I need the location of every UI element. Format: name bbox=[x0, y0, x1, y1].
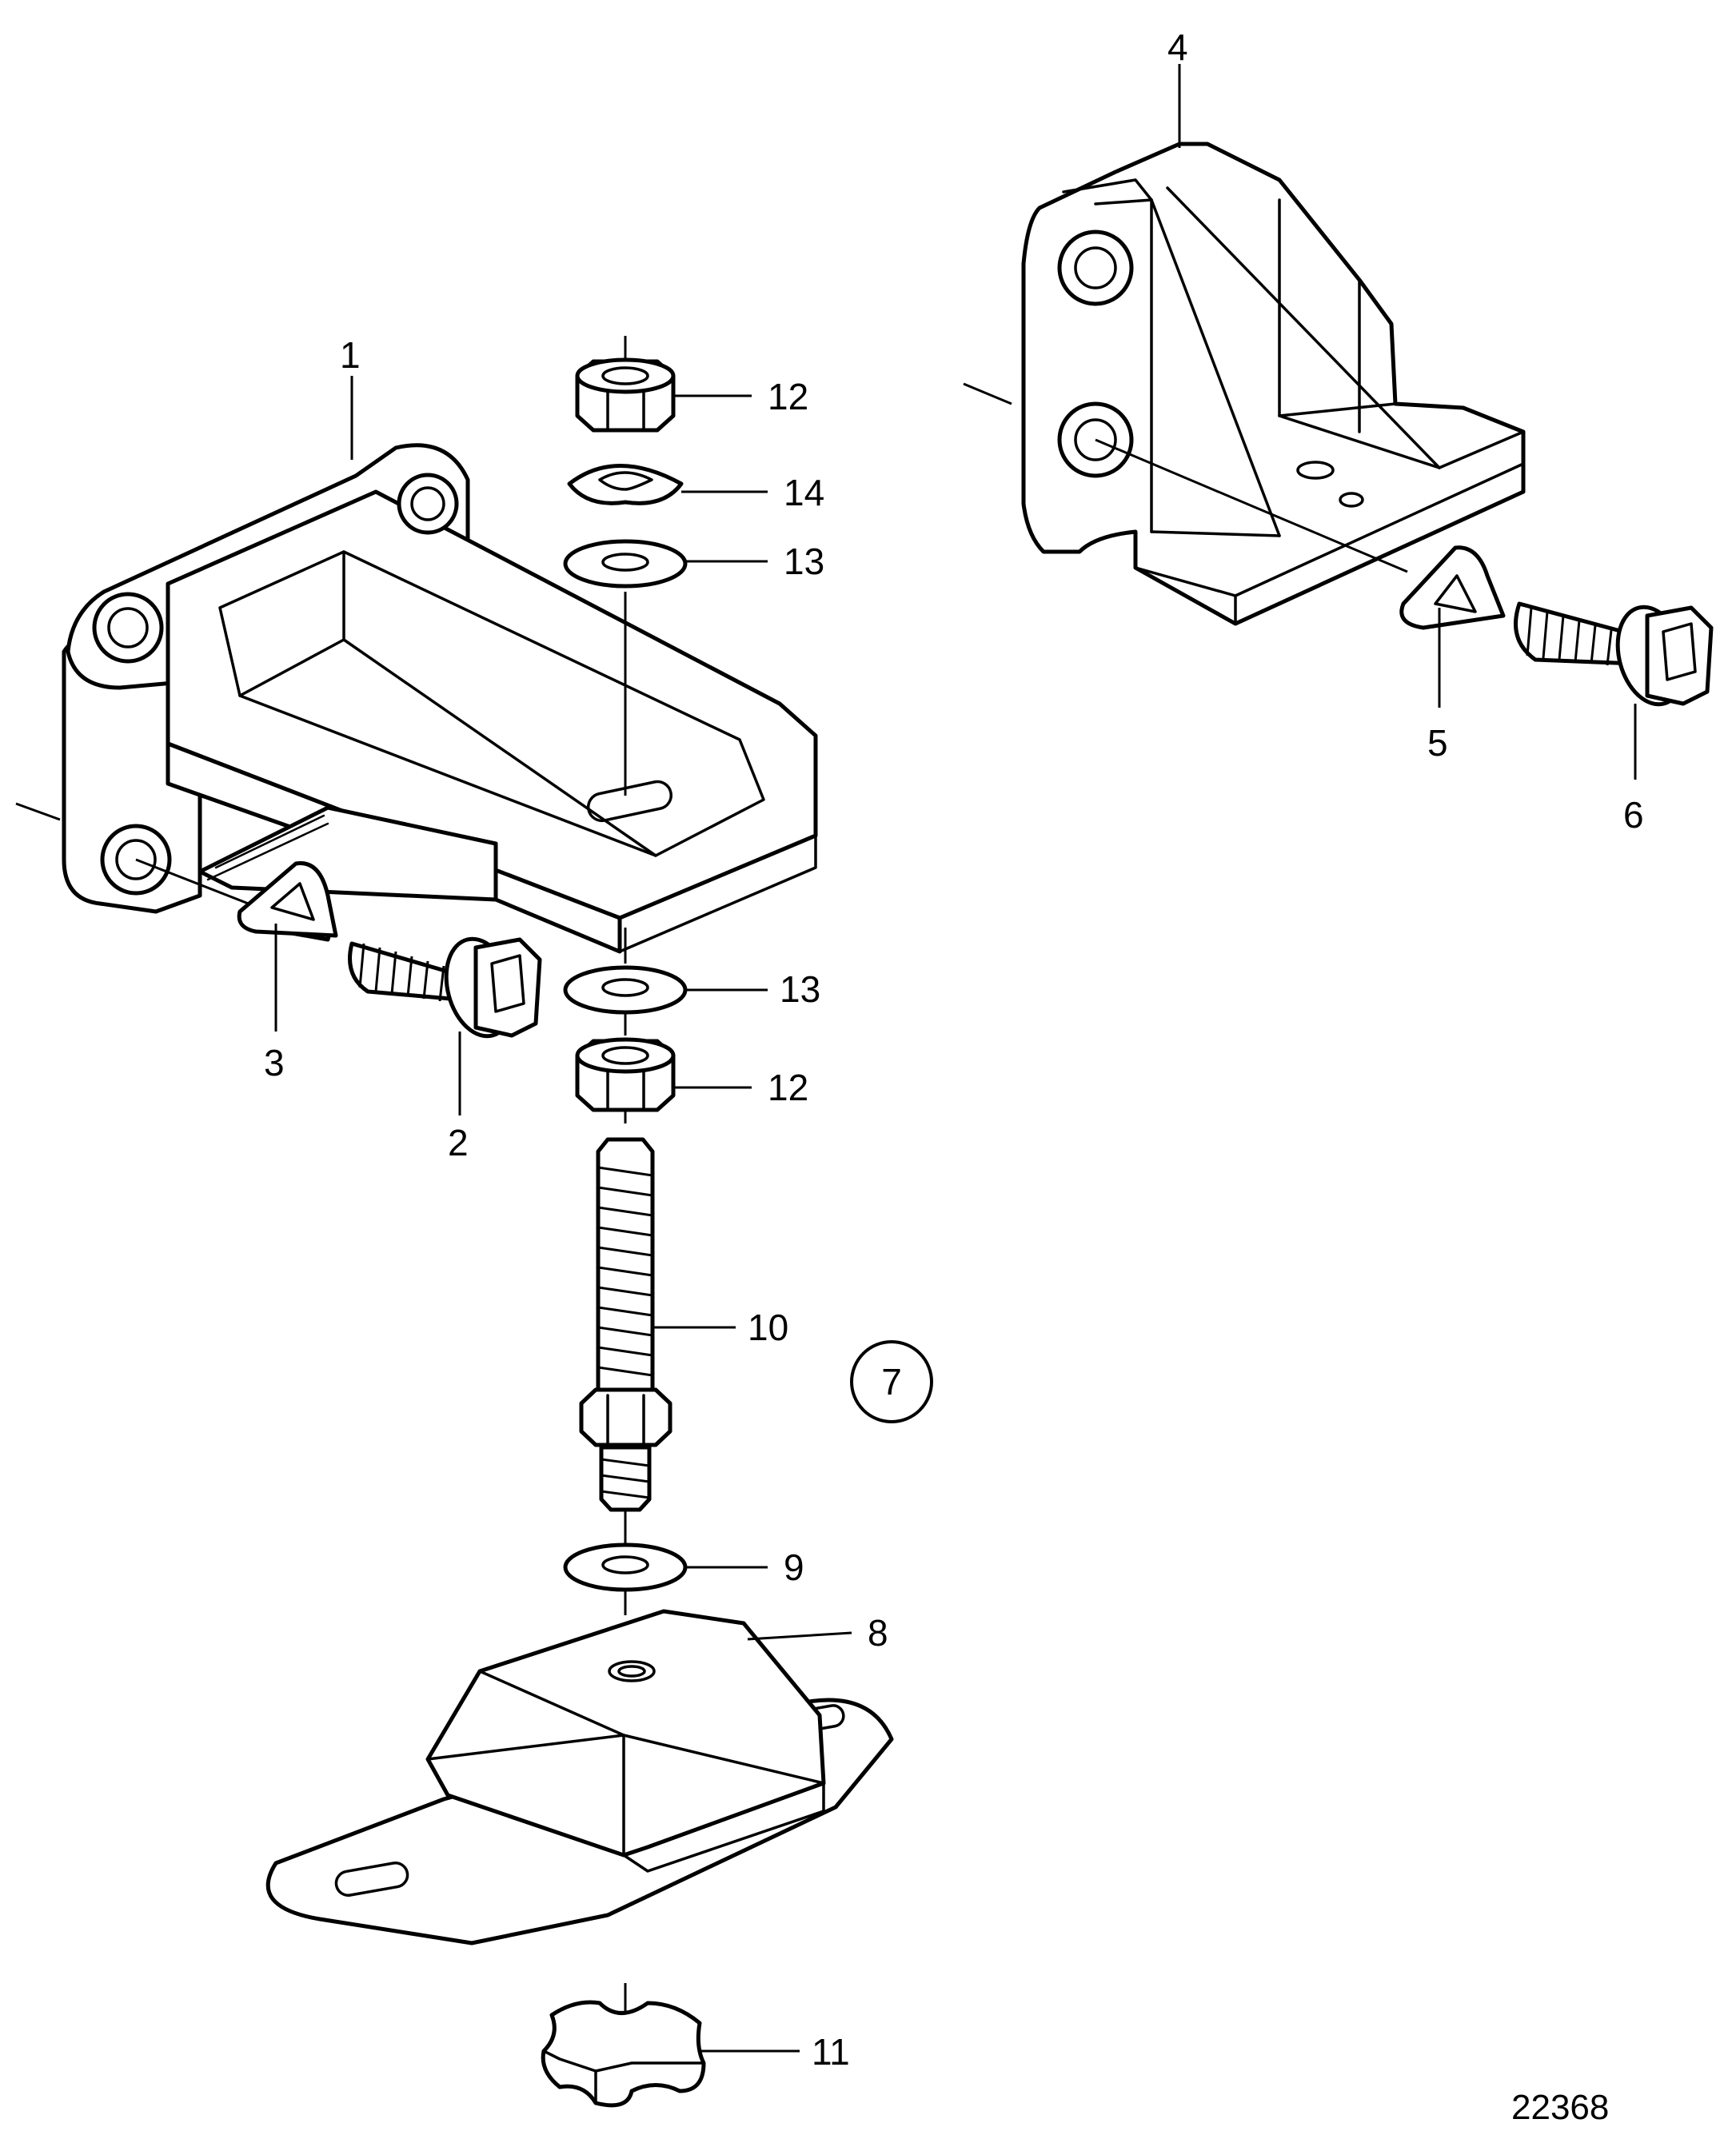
hex-nut-lower bbox=[575, 1037, 676, 1112]
cross-cap bbox=[541, 2000, 706, 2108]
flat-washer-upper bbox=[563, 539, 688, 589]
flange-bolt-left bbox=[348, 936, 542, 1039]
flat-washer-lower bbox=[563, 965, 688, 1015]
callouts-vertical-stack: 12 14 13 13 12 10 9 8 11 bbox=[652, 376, 888, 2073]
variant-marker: 7 bbox=[850, 1340, 933, 1423]
callout-12-lower: 12 bbox=[768, 1067, 808, 1108]
hex-nut-upper bbox=[575, 357, 676, 433]
flange-bolt-right bbox=[1514, 601, 1714, 707]
callout-6: 6 bbox=[1623, 794, 1644, 836]
callout-13-lower: 13 bbox=[780, 968, 820, 1010]
callouts-left-group: 1 3 2 bbox=[264, 334, 469, 1163]
front-mounting-bracket bbox=[15, 443, 818, 954]
flat-washer-base bbox=[563, 1542, 688, 1592]
callout-13-upper: 13 bbox=[784, 541, 824, 582]
curved-washer bbox=[567, 464, 684, 505]
callout-7: 7 bbox=[881, 1361, 902, 1403]
callout-14: 14 bbox=[784, 472, 824, 513]
rear-mounting-bracket bbox=[963, 142, 1526, 626]
drawing-reference-number: 22368 bbox=[1511, 2088, 1609, 2127]
callout-4: 4 bbox=[1167, 26, 1188, 68]
callout-10: 10 bbox=[748, 1307, 788, 1348]
threaded-stud bbox=[579, 1137, 672, 1512]
callout-1: 1 bbox=[340, 334, 361, 376]
callouts-right-group: 4 5 6 bbox=[1167, 26, 1644, 836]
triangular-washer-right bbox=[1399, 545, 1506, 630]
callout-3: 3 bbox=[264, 1042, 285, 1083]
callout-5: 5 bbox=[1427, 722, 1448, 764]
callout-9: 9 bbox=[784, 1546, 804, 1588]
callout-11: 11 bbox=[812, 2031, 850, 2073]
callout-2: 2 bbox=[448, 1122, 469, 1163]
callout-12-upper: 12 bbox=[768, 376, 808, 417]
callout-8: 8 bbox=[868, 1612, 888, 1654]
rubber-engine-mount bbox=[265, 1609, 894, 1945]
triangular-washer-left bbox=[237, 861, 338, 942]
